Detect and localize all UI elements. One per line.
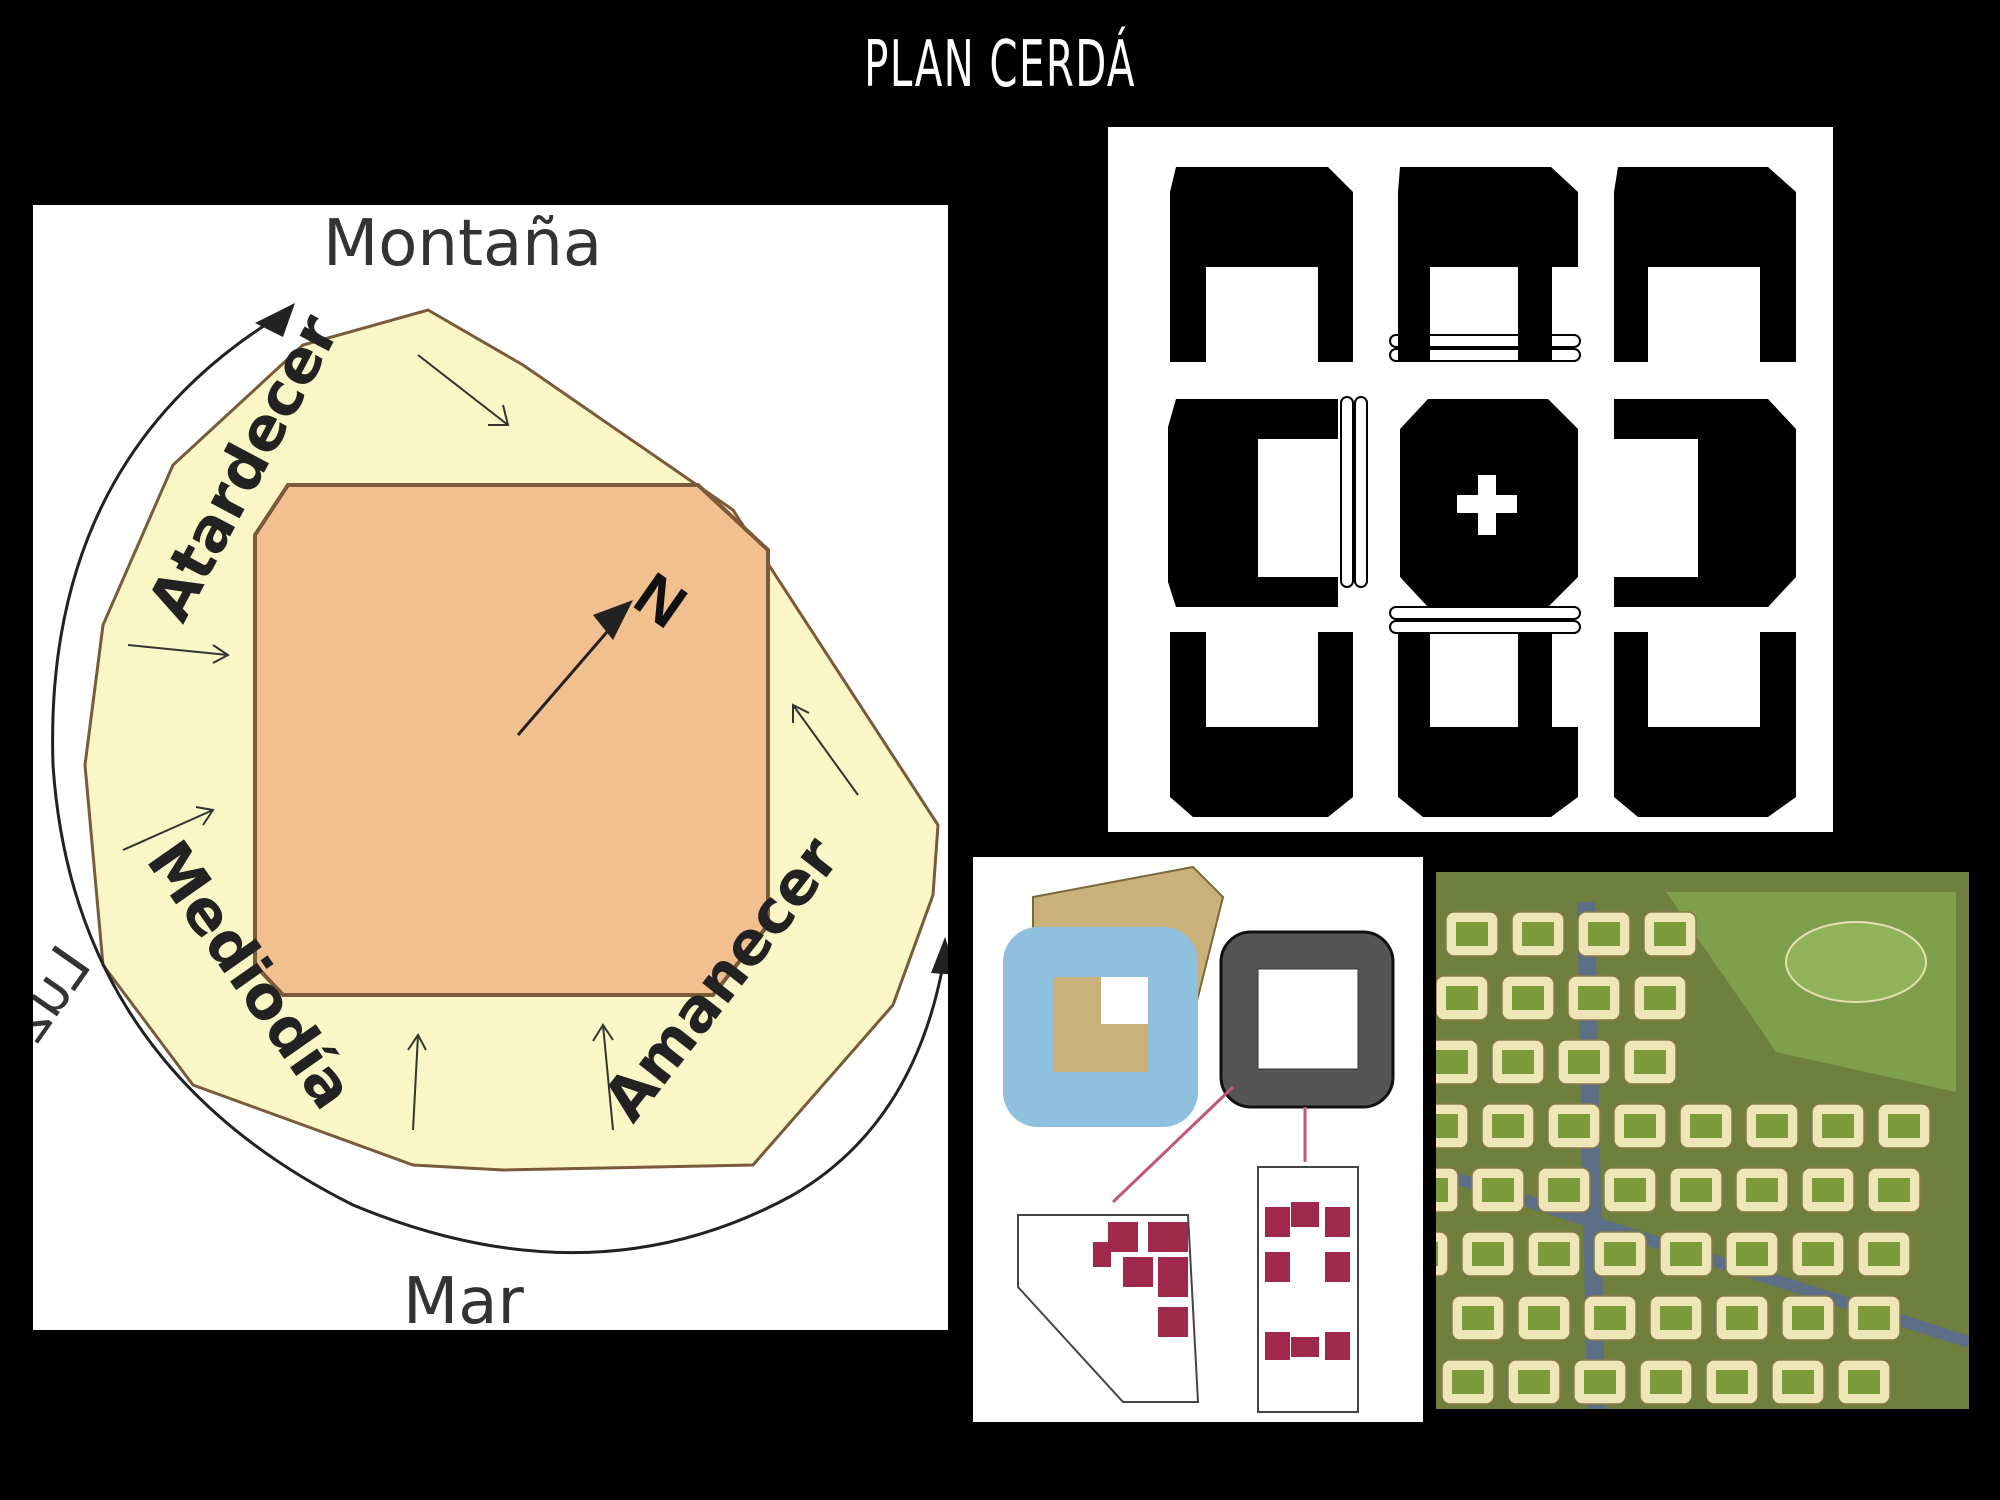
aerial-block-courtyard xyxy=(1584,1370,1616,1394)
aerial-block-courtyard xyxy=(1726,1306,1758,1330)
block-detail-drawings xyxy=(973,857,1423,1422)
aerial-block-courtyard xyxy=(1848,1370,1880,1394)
aerial-block-courtyard xyxy=(1452,1370,1484,1394)
aerial-block-courtyard xyxy=(1528,1306,1560,1330)
leader-line-left xyxy=(1111,1085,1235,1204)
aerial-block-courtyard xyxy=(1548,1178,1580,1202)
aerial-block-courtyard xyxy=(1670,1242,1702,1266)
aerial-block-courtyard xyxy=(1858,1306,1890,1330)
aerial-block-courtyard xyxy=(1746,1178,1778,1202)
label-mar: Mar xyxy=(403,1265,524,1330)
aerial-block-courtyard xyxy=(1588,922,1620,946)
aerial-block-courtyard xyxy=(1812,1178,1844,1202)
aerial-block-courtyard xyxy=(1868,1242,1900,1266)
apartment-units-left xyxy=(1093,1222,1188,1337)
aerial-block-courtyard xyxy=(1614,1178,1646,1202)
block-6 xyxy=(1614,399,1796,607)
slide-title: PLAN CERDÁ xyxy=(864,28,1136,102)
aerial-block-courtyard xyxy=(1782,1370,1814,1394)
aerial-block-courtyard xyxy=(1502,1050,1534,1074)
aerial-block-courtyard xyxy=(1436,1242,1438,1266)
aerial-block-courtyard xyxy=(1604,1242,1636,1266)
solar-orientation-diagram: N Montaña Mar Atardecer Mediodía Amanece… xyxy=(33,205,948,1330)
aerial-block-courtyard xyxy=(1690,1114,1722,1138)
aerial-block-courtyard xyxy=(1792,1306,1824,1330)
aerial-block-courtyard xyxy=(1436,1178,1448,1202)
aerial-block-courtyard xyxy=(1660,1306,1692,1330)
block-inner-opening xyxy=(1101,977,1148,1024)
aerial-block-courtyard xyxy=(1512,986,1544,1010)
aerial-block-courtyard xyxy=(1522,922,1554,946)
aerial-block xyxy=(1436,1231,1449,1277)
aerial-block-courtyard xyxy=(1492,1114,1524,1138)
aerial-block-courtyard xyxy=(1716,1370,1748,1394)
aerial-block-courtyard xyxy=(1822,1114,1854,1138)
aerial-block-courtyard xyxy=(1456,922,1488,946)
park-oval xyxy=(1785,921,1927,1003)
aerial-block-courtyard xyxy=(1650,1370,1682,1394)
aerial-block-courtyard xyxy=(1436,1050,1468,1074)
tree-rows xyxy=(1340,334,1581,634)
label-montana: Montaña xyxy=(323,207,602,281)
aerial-block-courtyard xyxy=(1634,1050,1666,1074)
apartment-units-right xyxy=(1265,1202,1350,1360)
aerial-block-courtyard xyxy=(1624,1114,1656,1138)
aerial-block-courtyard xyxy=(1482,1178,1514,1202)
aerial-blocks xyxy=(1436,911,1931,1405)
arc-arrowhead-right xyxy=(931,937,948,975)
block-1 xyxy=(1170,167,1353,362)
aerial-block-courtyard xyxy=(1462,1306,1494,1330)
north-arrow xyxy=(516,624,615,736)
aerial-block-courtyard xyxy=(1436,1114,1458,1138)
inner-block xyxy=(253,483,770,997)
block-3 xyxy=(1614,167,1796,362)
aerial-block-courtyard xyxy=(1568,1050,1600,1074)
block-8 xyxy=(1398,632,1578,817)
aerial-block-courtyard xyxy=(1644,986,1676,1010)
aerial-block-courtyard xyxy=(1878,1178,1910,1202)
aerial-block-courtyard xyxy=(1756,1114,1788,1138)
aerial-block-courtyard xyxy=(1558,1114,1590,1138)
block-4 xyxy=(1168,399,1338,607)
aerial-block-courtyard xyxy=(1680,1178,1712,1202)
aerial-block-courtyard xyxy=(1472,1242,1504,1266)
sunlight-arc xyxy=(51,318,945,1255)
light-arrows xyxy=(122,354,859,1131)
aerial-block-courtyard xyxy=(1594,1306,1626,1330)
aerial-block-courtyard xyxy=(1538,1242,1570,1266)
aerial-city-illustration xyxy=(1436,872,1969,1409)
block-9 xyxy=(1614,632,1796,817)
aerial-block-courtyard xyxy=(1654,922,1686,946)
aerial-block-courtyard xyxy=(1446,986,1478,1010)
north-arrowhead xyxy=(593,600,633,640)
aerial-block-courtyard xyxy=(1802,1242,1834,1266)
block-grid-plan xyxy=(1108,127,1833,832)
aerial-block-courtyard xyxy=(1578,986,1610,1010)
hatched-block-yard xyxy=(1257,968,1359,1070)
block-2 xyxy=(1398,167,1578,362)
cross-icon xyxy=(1457,475,1517,535)
arc-arrowhead-top xyxy=(255,303,295,337)
aerial-block-courtyard xyxy=(1518,1370,1550,1394)
aerial-block-courtyard xyxy=(1888,1114,1920,1138)
aerial-block-courtyard xyxy=(1736,1242,1768,1266)
label-luz-solar: Luz solar xyxy=(33,934,104,1185)
block-7 xyxy=(1170,632,1353,817)
